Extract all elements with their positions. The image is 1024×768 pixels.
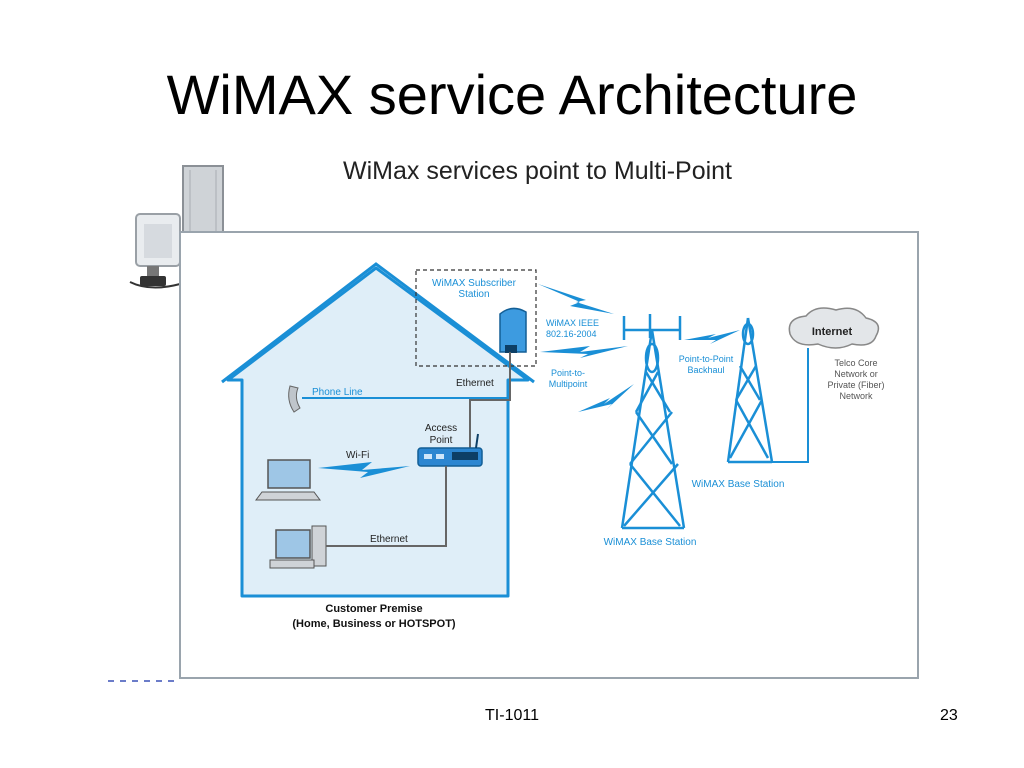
base-station-left-label: WiMAX Base Station <box>604 537 697 548</box>
p2mp-label-2: Multipoint <box>549 379 588 389</box>
telco-label-4: Network <box>839 391 873 401</box>
lightning-icon <box>318 462 410 478</box>
page-number: 23 <box>940 707 958 724</box>
lightning-icon <box>540 346 628 358</box>
fiber-link <box>772 348 809 463</box>
tower-icon <box>620 314 686 530</box>
access-point-label-2: Point <box>430 435 453 446</box>
lightning-icon <box>684 330 740 344</box>
ieee-label-2: 802.16-2004 <box>546 329 597 339</box>
ieee-label: WiMAX IEEE <box>546 318 599 328</box>
lightning-icon <box>538 284 614 314</box>
desktop-computer-icon <box>269 525 327 569</box>
telco-label-2: Network or <box>834 369 878 379</box>
phone-icon <box>288 385 301 413</box>
customer-premise-label: Customer Premise <box>325 603 422 615</box>
p2p-label: Point-to-Point <box>679 354 734 364</box>
subscriber-station-box <box>415 269 537 367</box>
footer-text: TI-1011 <box>485 707 539 724</box>
tower-icon <box>726 317 774 464</box>
ethernet-label-lower: Ethernet <box>370 534 408 545</box>
access-point-label: Access <box>425 423 457 434</box>
ethernet-cable-upper <box>469 352 511 448</box>
telco-label: Telco Core <box>834 358 877 368</box>
subscriber-station-icon <box>499 307 527 353</box>
slide-title: WiMAX service Architecture <box>166 63 858 126</box>
ethernet-label-upper: Ethernet <box>456 378 494 389</box>
base-station-right-label: WiMAX Base Station <box>692 479 785 490</box>
subscriber-station-label: WiMAX Subscriber <box>432 278 517 289</box>
customer-premise-label-2: (Home, Business or HOTSPOT) <box>292 618 456 630</box>
subscriber-station-label-2: Station <box>458 289 489 300</box>
ethernet-cable-lower <box>326 466 447 547</box>
telco-label-3: Private (Fiber) <box>827 380 884 390</box>
cloud-icon <box>788 307 880 349</box>
phone-line-label: Phone Line <box>312 387 363 398</box>
diagram-heading: WiMax services point to Multi-Point <box>343 157 733 185</box>
p2mp-label: Point-to- <box>551 368 585 378</box>
wifi-label: Wi-Fi <box>346 450 369 461</box>
customer-premise-house <box>226 266 530 598</box>
internet-label: Internet <box>812 326 853 338</box>
p2p-label-2: Backhaul <box>687 365 724 375</box>
access-point-icon <box>417 433 483 467</box>
laptop-icon <box>255 459 321 501</box>
